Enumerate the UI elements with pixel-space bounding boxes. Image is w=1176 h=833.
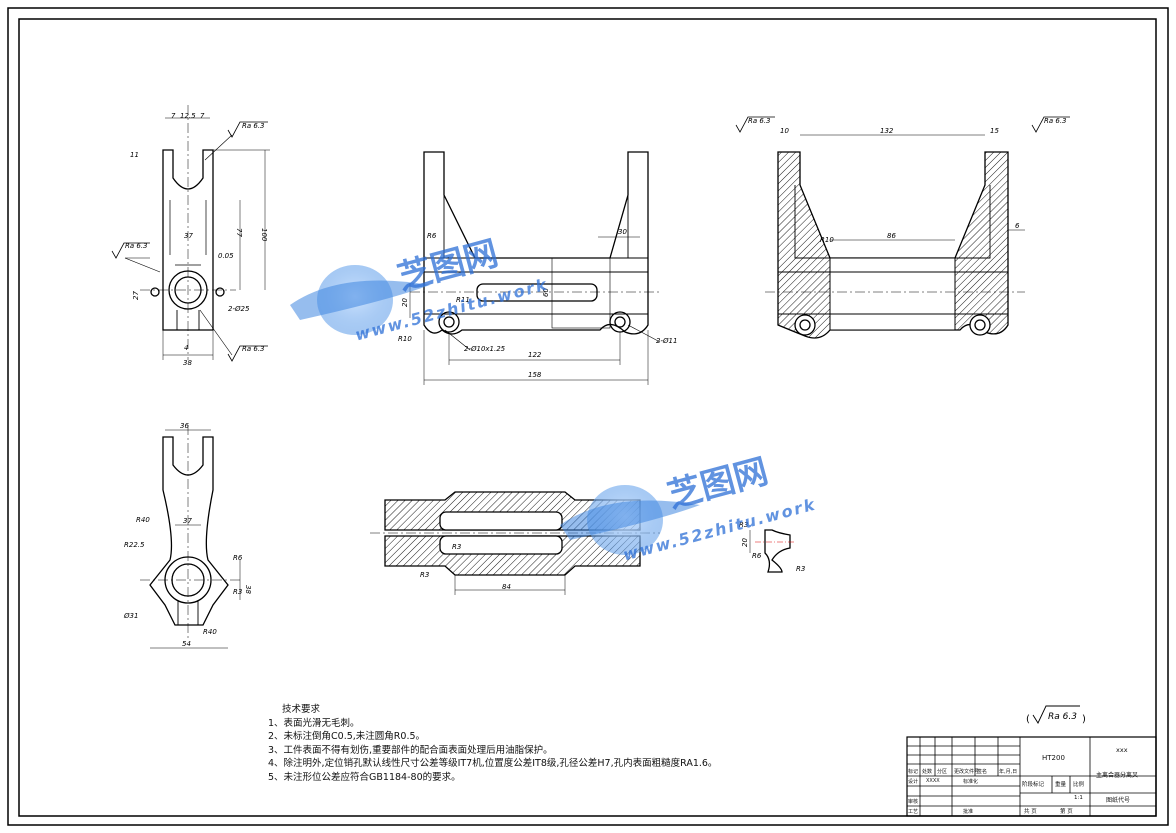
tb-mark: 标记 [908,769,919,775]
roughness-symbol [1032,705,1080,724]
note-item: 5、未注形位公差应符合GB1184-80的要求。 [268,771,461,783]
tb-review: 审核 [908,799,919,805]
roughness-symbol [735,116,1070,133]
dim-mid-60: 60 [542,288,550,297]
ra-general-value: Ra 6.3 [1048,712,1077,722]
dim-sec-r3a: R3 [452,543,461,551]
tb-scale: 比例 [1073,782,1085,788]
dim-sec-84: 84 [502,583,511,591]
dim-bl-r40-bot: R40 [203,628,217,636]
inner-border [18,18,1157,817]
dim-det-r3b: R3 [796,565,805,573]
view-detail-profile [749,529,795,573]
ra-general: ( [1026,714,1030,725]
dim-mid-r6: R6 [427,232,437,240]
tb-weight: 重量 [1055,782,1067,788]
ra-left-bottom: Ra 6.3 [242,345,265,353]
tb-count: 处数 [922,769,933,775]
dim-right-r10: R10 [820,236,834,244]
outer-border [7,7,1169,826]
tb-standard: 标准化 [963,779,979,785]
dim-left-bore: 2-Ø25 [228,305,250,313]
tb-part-name: 主离合器分离叉 [1096,772,1139,779]
tb-sheet-total: 共 页 [1024,809,1037,815]
ra-general-close: ) [1082,714,1086,725]
roughness-symbol [111,121,268,362]
dim-bl-54: 54 [182,640,191,648]
dim-mid-hole-11: 2-Ø11 [656,337,677,345]
dim-bl-38: 38 [244,585,252,594]
ra-left-top: Ra 6.3 [242,122,265,130]
note-item: 4、除注明外,定位销孔默认线性尺寸公差等级IT7机,位置度公差IT8级,孔径公差… [268,758,718,770]
title-block [906,736,1157,817]
view-side-left [124,105,270,360]
dim-bl-r6: R6 [233,554,243,562]
dim-left-height-77: 77 [235,228,243,237]
tb-designer-label: 设计 [908,779,919,785]
dim-mid-r11: R11 [456,296,470,304]
dim-left-27: 27 [132,291,140,300]
note-item: 1、表面光滑无毛刺。 [268,717,360,729]
dim-left-top-width: 7 [171,112,176,120]
technical-notes: 技术要求 1、表面光滑无毛刺。 2、未标注倒角C0.5,未注圆角R0.5。 3、… [268,703,717,785]
dim-bl-36: 36 [180,422,189,430]
dim-mid-hole-tapped: 2-Ø10x1.25 [464,345,506,353]
dim-left-top-right: 7 [200,112,205,120]
tb-zone: 分区 [937,769,948,775]
dim-bl-31: Ø31 [123,612,138,620]
dim-mid-30: 30 [618,228,627,236]
dim-right-6: 6 [1015,222,1020,230]
dim-det-r6: R6 [752,552,762,560]
tb-company: xxx [1116,746,1128,754]
watermark-globe [560,485,700,555]
dim-left-slot: 11 [130,151,139,159]
dim-right-10: 10 [780,127,789,135]
dim-left-37: 37 [184,232,193,240]
dim-bl-37: 37 [183,517,192,525]
note-item: 2、未标注倒角C0.5,未注圆角R0.5。 [268,731,426,743]
tb-material: HT200 [1042,754,1065,762]
view-section-right [765,134,1025,339]
dim-bl-r3: R3 [233,588,242,596]
dim-left-top-mid: 12.5 [180,112,196,120]
dim-det-20: 20 [741,538,749,547]
dim-right-86: 86 [887,232,896,240]
dim-mid-122: 122 [528,351,542,359]
tb-date: 年,月,日 [999,769,1018,775]
dim-right-132: 132 [880,127,894,135]
dim-bl-r40-top: R40 [136,516,150,524]
notes-heading: 技术要求 [282,704,321,715]
tb-designer-value: XXXX [926,778,940,784]
tb-approve: 批准 [963,809,974,815]
tb-process: 工艺 [908,809,919,815]
dim-left-height-100: 100 [260,228,268,242]
ra-right-left: Ra 6.3 [748,117,771,125]
tb-stage: 阶段标记 [1022,782,1045,788]
dim-sec-r3b: R3 [420,571,429,579]
dim-left-4: 4 [184,344,188,352]
ra-right-right: Ra 6.3 [1044,117,1067,125]
dim-mid-158: 158 [528,371,542,379]
tb-drawing-no: 图纸代号 [1106,797,1131,804]
tb-sheet-no: 第 页 [1060,809,1073,815]
dim-bl-r22: R22.5 [124,541,145,549]
tb-change: 更改文件号 [954,769,980,775]
view-front-middle [409,151,661,385]
dim-det-r3a: R3 [739,521,748,529]
dim-left-38: 38 [183,359,192,367]
view-bottom-left [140,425,241,649]
dim-mid-r10: R10 [398,335,412,343]
dim-mid-20: 20 [401,298,409,307]
tb-scale-value: 1:1 [1074,795,1083,801]
ra-left-mid: Ra 6.3 [125,242,148,250]
tb-sign: 签名 [977,769,988,775]
watermark-globe [290,265,430,335]
dim-right-15: 15 [990,127,999,135]
note-item: 3、工件表面不得有划伤,重要部件的配合面表面处理后用油脂保护。 [268,744,553,756]
dim-left-tol: 0.05 [218,252,234,260]
